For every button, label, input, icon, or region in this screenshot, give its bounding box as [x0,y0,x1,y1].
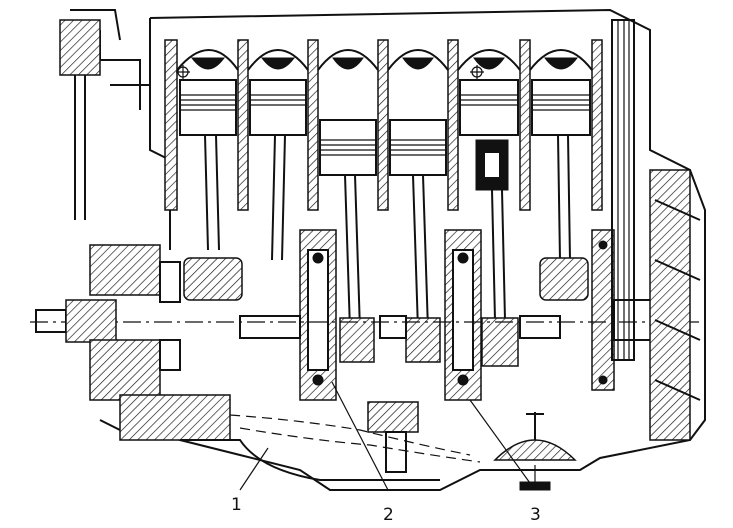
oil-filter-housing [59,19,151,220]
cylinder-bank [164,39,603,211]
piston-skirts [179,79,591,176]
oil-sump [180,401,481,481]
piston-crowns [176,49,593,71]
callout-3: 3 [530,505,541,525]
valve-markers [176,65,484,79]
crank-webs [299,229,615,401]
leader-line-1 [239,447,269,491]
combustion-bowls [191,57,578,70]
connecting-rods [183,134,589,367]
front-pulley-assembly [35,244,231,441]
callout-1: 1 [231,495,242,515]
flywheel-housing [611,19,701,441]
piston-rings [180,94,590,156]
cylinder-walls [164,39,603,211]
leader-line-3 [469,399,536,491]
leader-lines [239,381,536,491]
piston-pin-detail [475,139,509,191]
leader-line-2 [331,381,389,491]
callout-2: 2 [383,505,394,525]
callout-labels: 1 2 3 [231,495,541,525]
